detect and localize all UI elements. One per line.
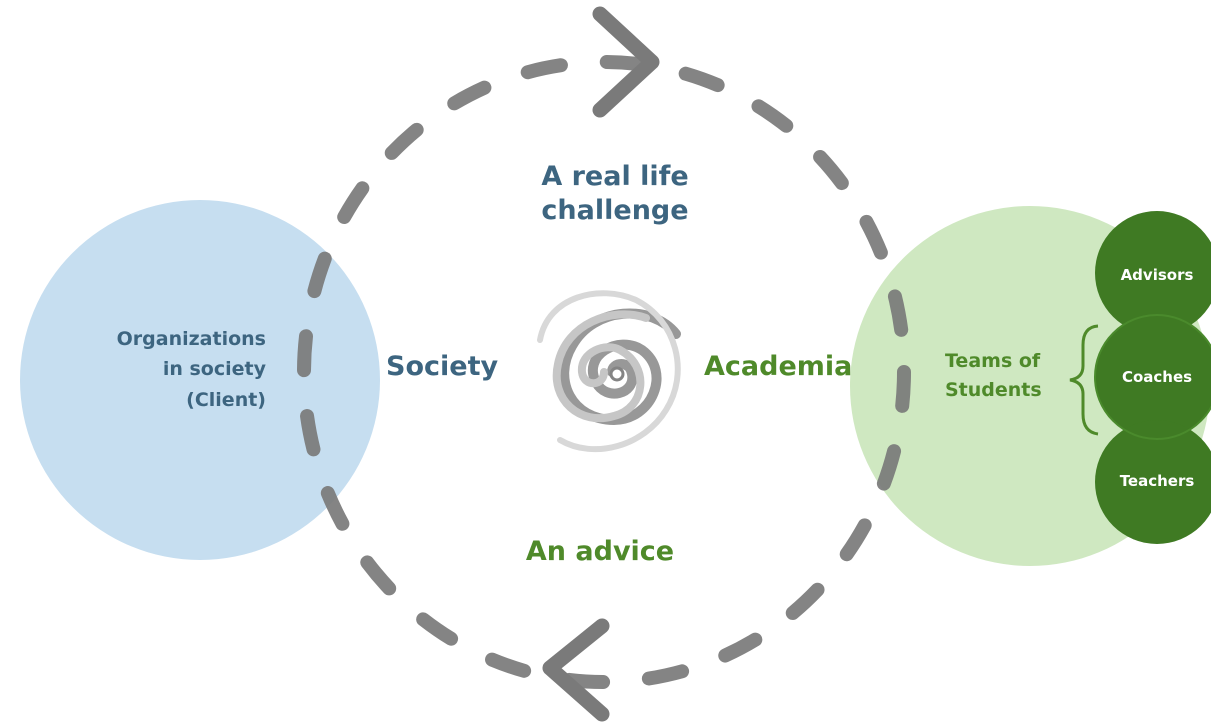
advisors-circle: [1095, 211, 1211, 335]
academia-label: Academia: [704, 351, 853, 382]
students-circle-label: Teams of Students: [945, 347, 1042, 404]
challenge-line-1: A real life: [541, 161, 689, 192]
client-circle-label: Organizations in society (Client): [60, 324, 266, 415]
students-line-2: Students: [945, 378, 1042, 401]
coaches-outline: [1094, 314, 1211, 440]
client-line-1: Organizations: [116, 328, 266, 350]
client-line-2: in society: [162, 358, 266, 381]
teachers-label: Teachers: [1119, 472, 1195, 490]
students-line-1: Teams of: [945, 350, 1041, 372]
role-circles: [1094, 211, 1211, 544]
advice-label: An advice: [525, 536, 675, 567]
brace-icon: [1069, 324, 1099, 436]
arrow-left-icon: [542, 618, 610, 722]
arrow-right-icon: [592, 6, 660, 118]
society-label: Society: [386, 351, 499, 382]
coaches-label: Coaches: [1121, 368, 1193, 386]
teachers-circle: [1095, 420, 1211, 544]
challenge-line-2: challenge: [541, 194, 689, 226]
client-circle: [20, 200, 380, 560]
client-line-3: (Client): [186, 388, 266, 411]
cycle-dashed-path: [297, 55, 911, 689]
spiral-icon: [537, 290, 681, 453]
advisors-label: Advisors: [1120, 266, 1194, 284]
coaches-circle: [1095, 315, 1211, 439]
